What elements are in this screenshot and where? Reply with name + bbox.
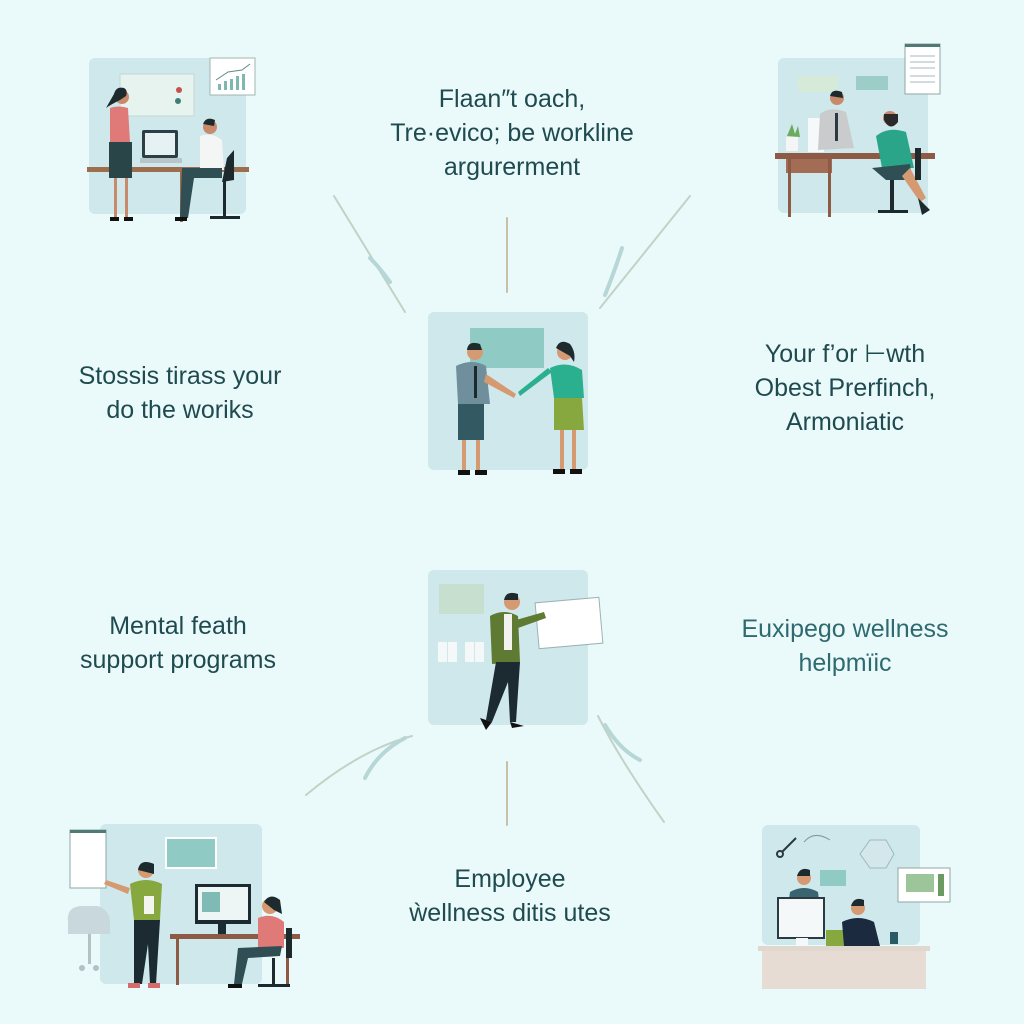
illustration-bottom-left (58, 818, 306, 998)
illustration-lower-center (420, 562, 610, 737)
consultation-desk-icon (775, 43, 941, 217)
illustration-center (420, 300, 600, 490)
label-line: Armoniatic (785, 408, 905, 436)
label-line: ẁellness ditis utes (409, 899, 611, 927)
label-line: Euxipego wellness (741, 615, 949, 643)
label-middle-right: Your f’or ⊢wth Obest Prerfinch, Armoniat… (720, 337, 970, 439)
label-line: argurerment (443, 153, 581, 181)
presenter-icon (438, 584, 604, 730)
label-line: Employee (454, 865, 566, 893)
label-line: helpmïic (798, 649, 892, 677)
label-line: do the woriks (106, 396, 254, 424)
label-line: Obest Prerfinch, (754, 374, 936, 402)
illustration-top-left (82, 50, 257, 228)
handshake-icon (456, 328, 584, 475)
label-lower-right: Euxipego wellness helpmïic (718, 612, 972, 680)
label-line: support programs (80, 646, 276, 674)
label-line: Your f’or ⊢wth (764, 340, 926, 368)
front-desk-icon (758, 835, 951, 989)
label-top-center: Flaan″t oach, Tre·evico; be workline arg… (362, 82, 662, 184)
label-line: Mental feath (109, 612, 247, 640)
label-middle-left: Stossis tirass your do the woriks (40, 359, 320, 427)
office-meeting-icon (87, 57, 256, 222)
illustration-bottom-right (752, 822, 957, 994)
label-lower-left: Mental feath support programs (48, 609, 308, 677)
workshop-icon (67, 829, 300, 988)
label-line: Flaan″t oach, (438, 85, 586, 113)
label-line: Tre·evico; be workline (390, 119, 634, 147)
label-line: Stossis tirass your (78, 362, 282, 390)
label-bottom-center: Employee ẁellness ditis utes (368, 862, 652, 930)
illustration-top-right (770, 40, 945, 225)
